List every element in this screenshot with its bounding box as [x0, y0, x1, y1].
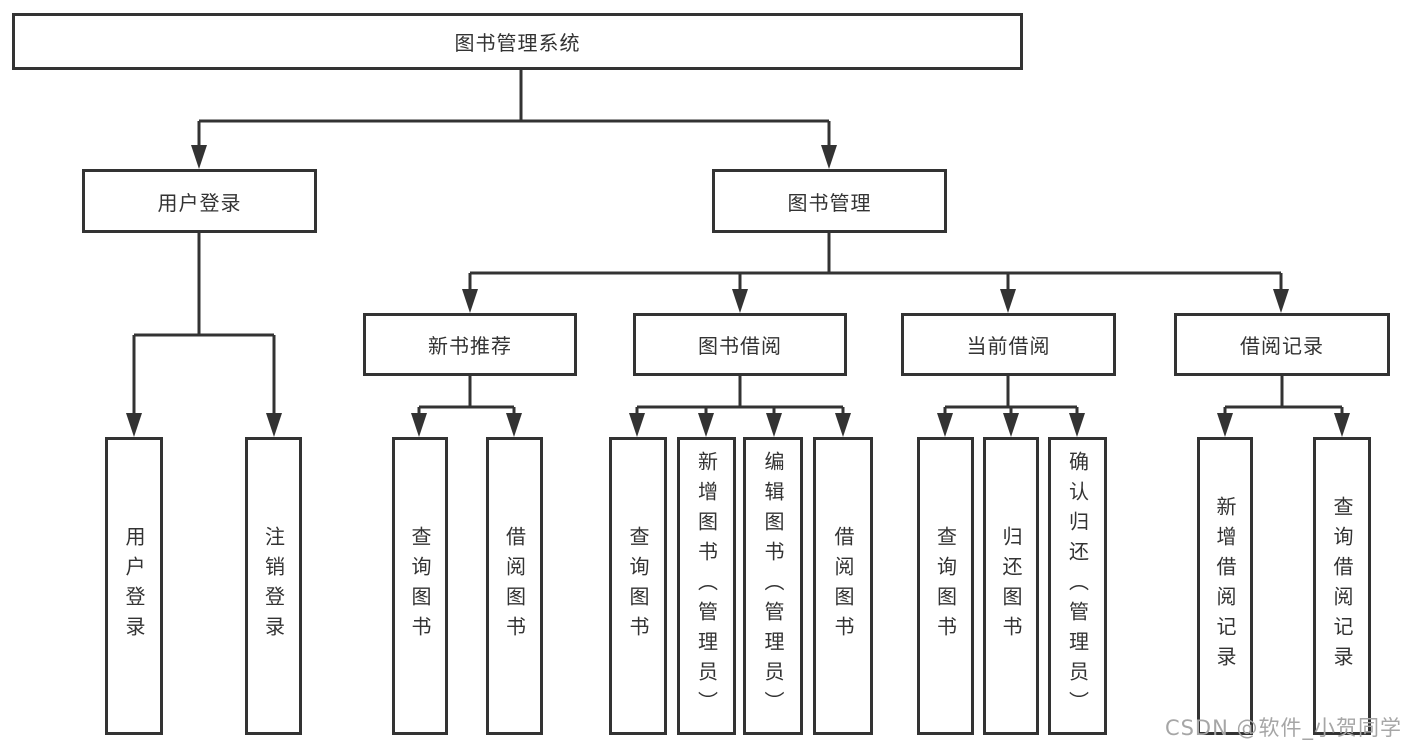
- arrowhead: [732, 289, 748, 313]
- leaf-add-borrow-record-label: 新增借阅记录: [1213, 496, 1237, 676]
- node-current-borrowing: 当前借阅: [901, 313, 1116, 376]
- leaf-query-books-2: 查询图书: [609, 437, 667, 735]
- csdn-watermark: CSDN @软件_小贺同学: [1164, 716, 1402, 740]
- arrowhead: [1069, 413, 1085, 437]
- node-new-book-recommend-label: 新书推荐: [428, 334, 512, 358]
- node-root-label: 图书管理系统: [454, 31, 581, 55]
- leaf-query-books-1: 查询图书: [392, 437, 448, 735]
- leaf-edit-books-admin-label: 编辑图书（管理员）: [761, 451, 785, 721]
- leaf-confirm-return-admin: 确认归还（管理员）: [1048, 437, 1107, 735]
- arrowhead: [629, 413, 645, 437]
- arrowhead: [1217, 413, 1233, 437]
- arrowhead: [411, 413, 427, 437]
- leaf-add-books-admin-label: 新增图书（管理员）: [694, 451, 719, 721]
- node-borrowing-records: 借阅记录: [1174, 313, 1390, 376]
- arrowhead: [821, 145, 837, 169]
- leaf-query-borrow-record: 查询借阅记录: [1313, 437, 1371, 735]
- leaf-borrow-books-1: 借阅图书: [486, 437, 543, 735]
- arrowhead: [1334, 413, 1350, 437]
- leaf-add-books-admin: 新增图书（管理员）: [677, 437, 736, 735]
- leaf-query-books-2-label: 查询图书: [626, 526, 650, 646]
- arrowhead: [937, 413, 953, 437]
- arrowhead: [1273, 289, 1289, 313]
- leaf-borrow-books-2: 借阅图书: [813, 437, 873, 735]
- arrowhead: [1000, 289, 1016, 313]
- leaf-return-books: 归还图书: [983, 437, 1039, 735]
- node-borrowing-records-label: 借阅记录: [1240, 334, 1324, 358]
- leaf-user-login-label: 用户登录: [122, 526, 146, 646]
- node-book-borrowing: 图书借阅: [633, 313, 847, 376]
- leaf-query-books-3-label: 查询图书: [933, 526, 958, 646]
- leaf-query-borrow-record-label: 查询借阅记录: [1330, 496, 1354, 676]
- leaf-edit-books-admin: 编辑图书（管理员）: [743, 437, 803, 735]
- arrowhead: [835, 413, 851, 437]
- leaf-query-books-3: 查询图书: [917, 437, 974, 735]
- node-root: 图书管理系统: [12, 13, 1023, 70]
- arrowhead: [698, 413, 714, 437]
- node-book-management: 图书管理: [712, 169, 947, 233]
- arrowhead: [766, 413, 782, 437]
- leaf-add-borrow-record: 新增借阅记录: [1197, 437, 1253, 735]
- leaf-logout-label: 注销登录: [261, 526, 286, 646]
- arrowhead: [126, 413, 142, 437]
- node-current-borrowing-label: 当前借阅: [966, 334, 1051, 358]
- node-new-book-recommend: 新书推荐: [363, 313, 577, 376]
- leaf-logout: 注销登录: [245, 437, 302, 735]
- leaf-query-books-1-label: 查询图书: [408, 526, 432, 646]
- leaf-return-books-label: 归还图书: [999, 526, 1023, 646]
- leaf-borrow-books-2-label: 借阅图书: [831, 526, 855, 646]
- leaf-user-login: 用户登录: [105, 437, 163, 735]
- arrowhead: [506, 413, 522, 437]
- leaf-borrow-books-1-label: 借阅图书: [502, 526, 527, 646]
- arrowhead: [462, 289, 478, 313]
- node-book-management-label: 图书管理: [787, 190, 872, 215]
- node-user-login: 用户登录: [82, 169, 317, 233]
- arrowhead: [1003, 413, 1019, 437]
- node-book-borrowing-label: 图书借阅: [698, 334, 782, 358]
- arrowhead: [191, 145, 207, 169]
- leaf-confirm-return-admin-label: 确认归还（管理员）: [1065, 451, 1090, 721]
- arrowhead: [266, 413, 282, 437]
- node-user-login-label: 用户登录: [157, 190, 242, 215]
